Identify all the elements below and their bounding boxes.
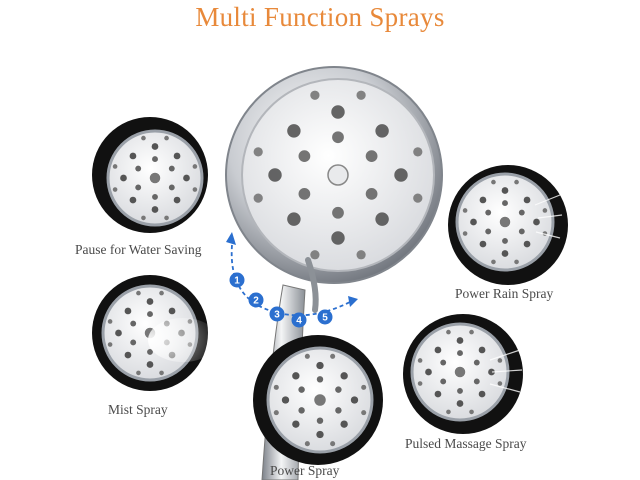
svg-text:5: 5 <box>322 313 328 324</box>
main-shower-head <box>225 66 443 480</box>
svg-text:1: 1 <box>234 276 240 287</box>
shower-face-massage-icon <box>403 314 523 434</box>
mode-label-mist: Mist Spray <box>108 402 168 417</box>
svg-text:4: 4 <box>296 316 302 327</box>
mode-label-rain: Power Rain Spray <box>455 286 554 301</box>
selector-step-1: 1 <box>229 272 245 288</box>
shower-face-rain-icon <box>448 165 568 285</box>
svg-text:3: 3 <box>274 310 280 321</box>
page-title: Multi Function Sprays <box>195 2 445 32</box>
selector-step-4: 4 <box>291 312 307 328</box>
mode-label-power: Power Spray <box>270 463 340 478</box>
selector-step-3: 3 <box>269 306 285 322</box>
mode-label-massage: Pulsed Massage Spray <box>405 436 527 451</box>
svg-text:2: 2 <box>253 296 259 307</box>
shower-face-pause-icon <box>92 117 208 233</box>
shower-face-power-icon <box>253 335 383 465</box>
selector-step-5: 5 <box>317 309 333 325</box>
selector-step-2: 2 <box>248 292 264 308</box>
mode-label-pause: Pause for Water Saving <box>75 242 202 257</box>
shower-face-mist-icon <box>92 275 218 391</box>
